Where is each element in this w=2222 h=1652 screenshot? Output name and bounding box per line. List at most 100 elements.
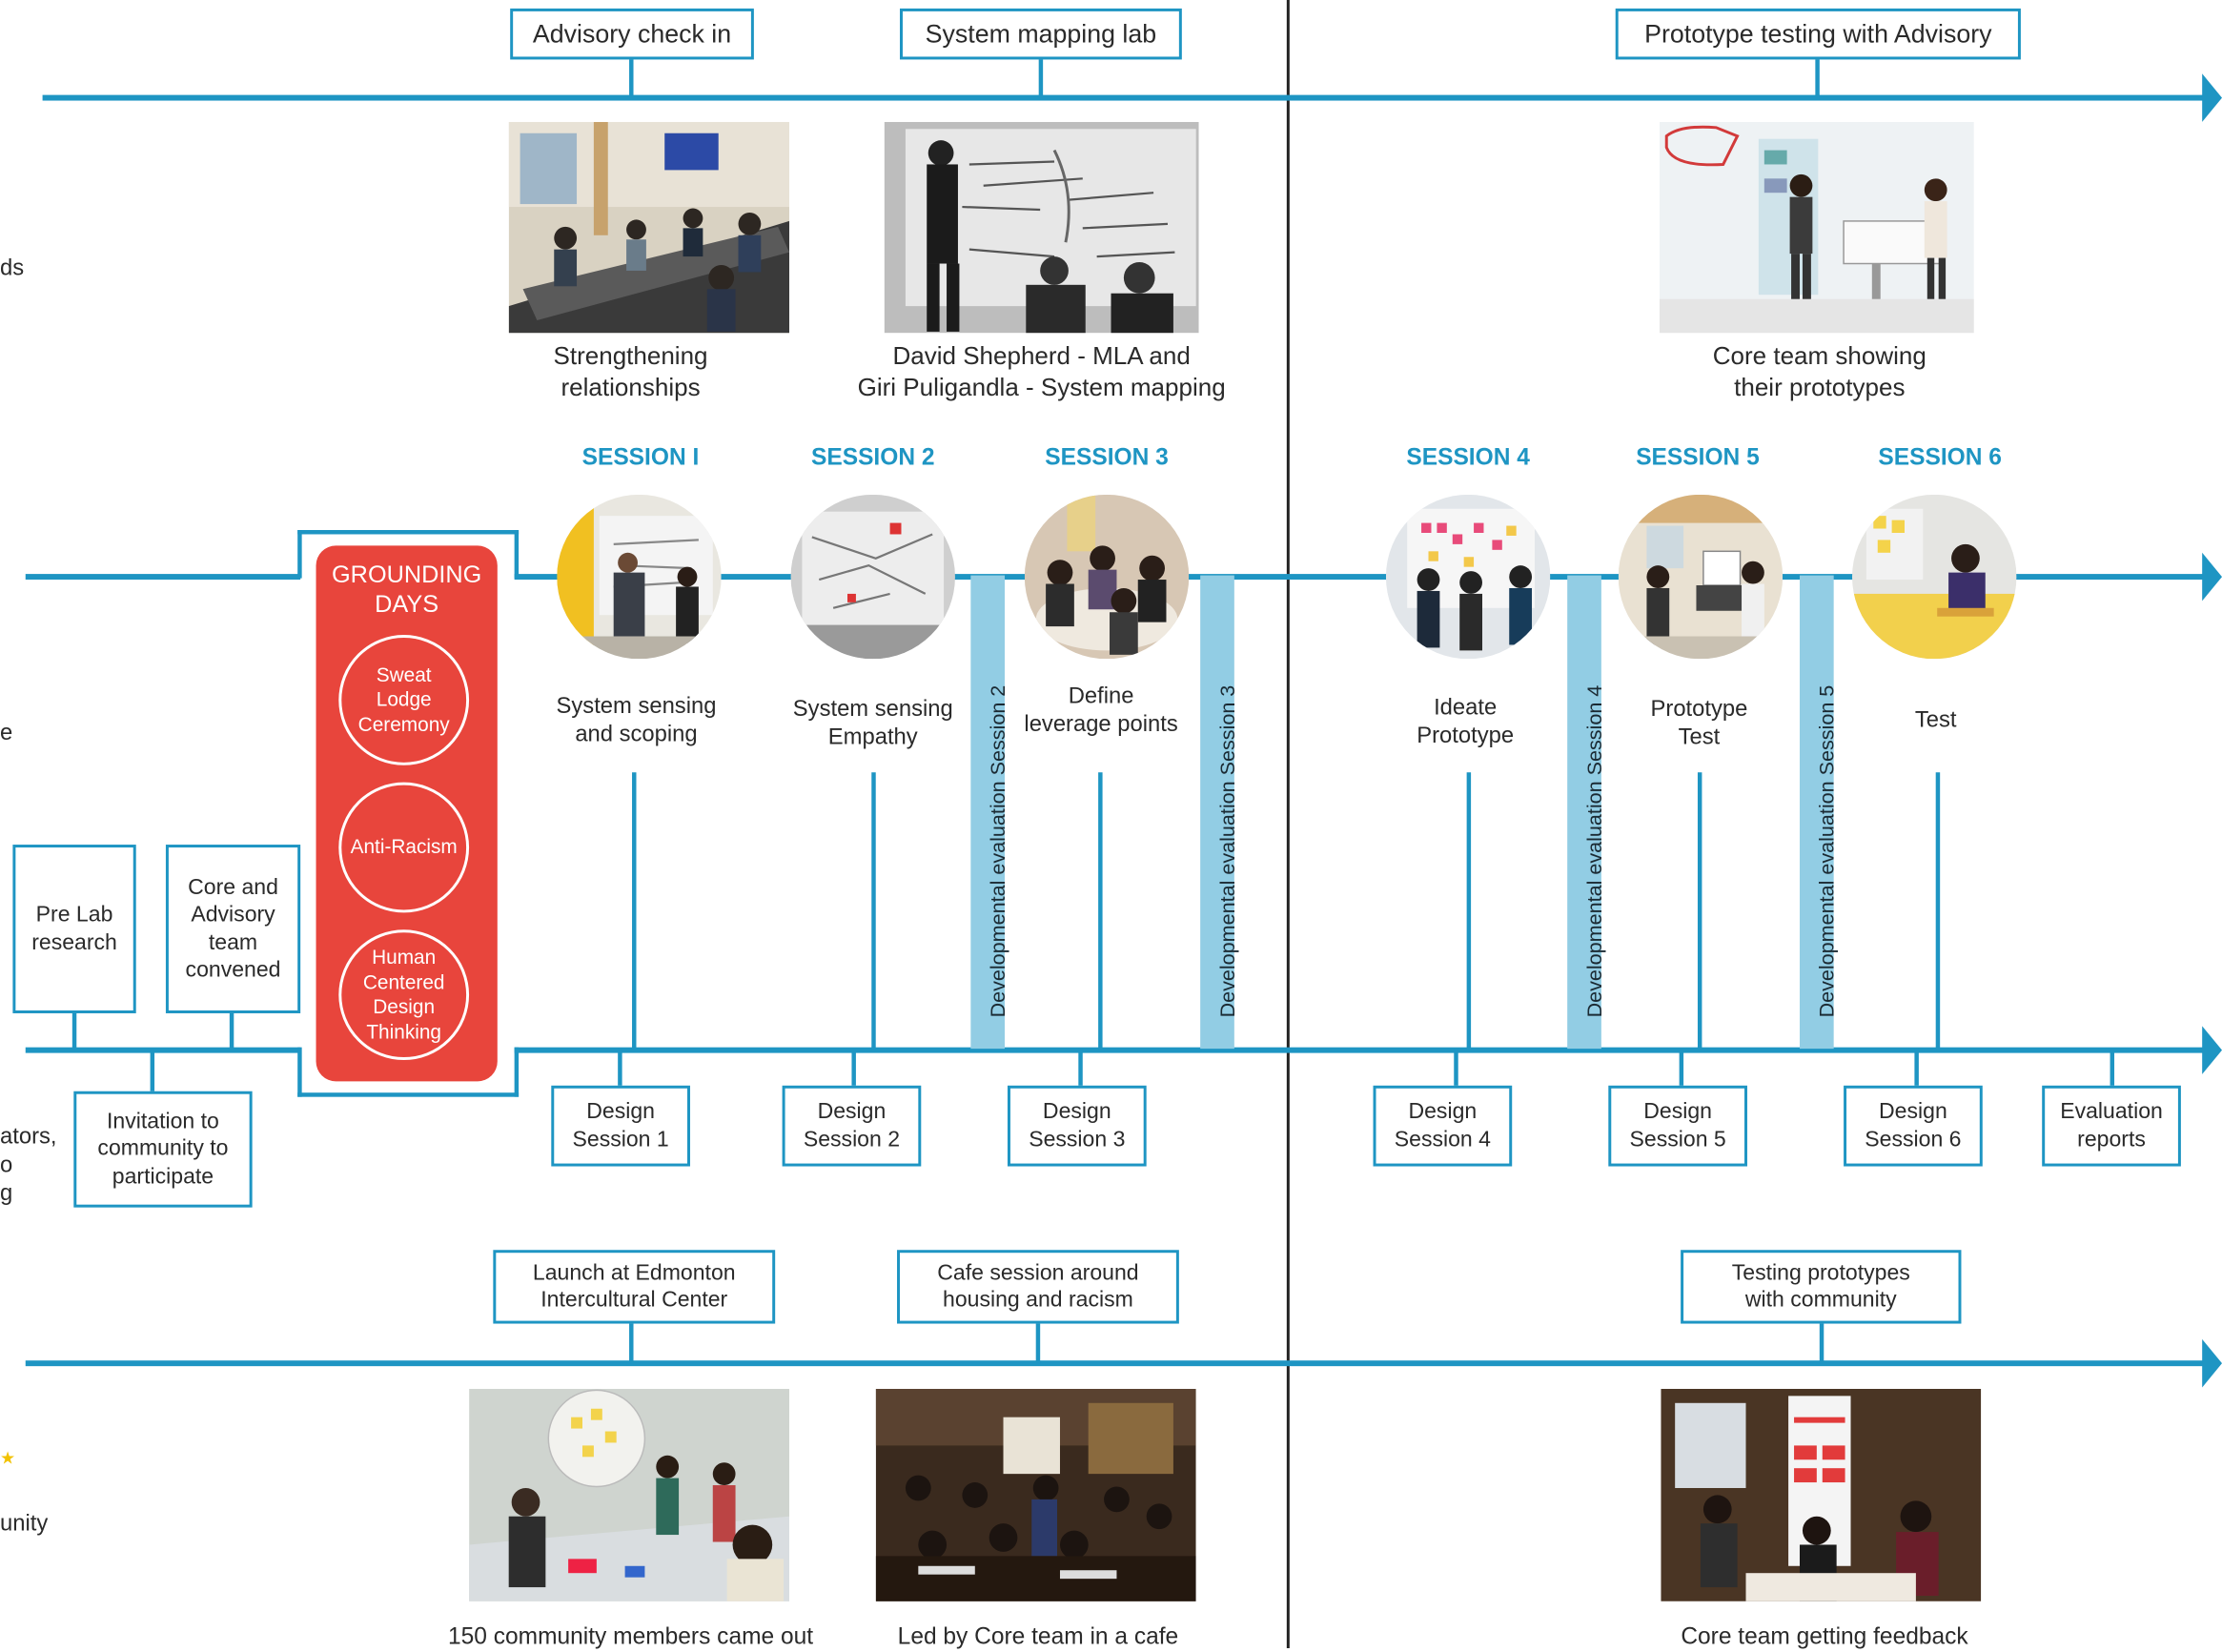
caption-line: Strengthening	[553, 341, 708, 371]
activity-line: System sensing	[792, 697, 953, 722]
title-line: GROUNDING	[332, 561, 482, 588]
box-line: Pre Lab	[35, 903, 113, 928]
advisory-arrow-icon	[2202, 73, 2222, 122]
item-line: Thinking	[366, 1019, 442, 1043]
item-line: Sweat	[376, 663, 432, 686]
edge-line: g	[0, 1181, 13, 1207]
photo-caption: Core team showing their prototypes	[1678, 341, 1961, 403]
connector	[1815, 56, 1820, 97]
left-edge-text: e	[0, 721, 13, 745]
activity-line: Prototype	[1417, 724, 1515, 748]
sessions-timeline-left	[25, 574, 301, 581]
edge-line: ators,	[0, 1125, 57, 1150]
photo-caption: Led by Core team in a cafe	[897, 1623, 1179, 1650]
connector	[1914, 1049, 1919, 1089]
box-line: housing and racism	[943, 1288, 1133, 1313]
session-6-photo	[1851, 494, 2017, 660]
caption-line: David Shepherd - MLA and	[892, 341, 1191, 371]
session-4-activity: Ideate Prototype	[1359, 694, 1572, 750]
design-timeline-left	[25, 1047, 301, 1053]
grounding-days-panel: GROUNDING DAYS Sweat Lodge Ceremony Anti…	[316, 545, 498, 1082]
session-5-photo	[1618, 494, 1784, 660]
session-2-activity: System sensing Empathy	[766, 696, 979, 752]
box-line: Session 1	[572, 1127, 669, 1152]
left-edge-text: ds	[0, 256, 25, 281]
activity-line: and scoping	[575, 723, 698, 747]
connector	[851, 1049, 856, 1089]
activity-line: Empathy	[827, 725, 918, 750]
prototype-testing-advisory-box: Prototype testing with Advisory	[1615, 8, 2021, 60]
connector	[1035, 1320, 1041, 1364]
session-drop-line	[871, 772, 876, 1050]
box-line: participate	[112, 1164, 214, 1189]
session-4-title: SESSION 4	[1406, 444, 1530, 471]
session-2-photo	[790, 494, 955, 660]
session-1-photo	[557, 494, 722, 660]
activity-line: Define	[1068, 684, 1134, 709]
left-edge-text: ators, o g	[0, 1124, 56, 1209]
session-6-title: SESSION 6	[1878, 444, 2002, 471]
box-line: convened	[185, 957, 281, 983]
community-feedback-photo	[1661, 1388, 1982, 1601]
dev-eval-bar-5: Developmental evaluation Session 5	[1799, 575, 1840, 1050]
session-drop-line	[1098, 772, 1103, 1050]
star-icon: ★	[0, 1448, 16, 1469]
session-3-photo	[1024, 494, 1190, 660]
sweat-lodge-ceremony: Sweat Lodge Ceremony	[338, 635, 470, 765]
session-drop-line	[632, 772, 637, 1050]
connector	[150, 1049, 155, 1094]
advisory-check-in-box: Advisory check in	[510, 8, 754, 60]
human-centered-design-thinking: Human Centered Design Thinking	[338, 929, 470, 1061]
pre-lab-research-box: Pre Lab research	[12, 845, 136, 1013]
invitation-box: Invitation to community to participate	[73, 1091, 253, 1208]
connector	[618, 1049, 622, 1089]
advisory-timeline	[42, 94, 2209, 101]
session-3-activity: Define leverage points	[995, 683, 1208, 740]
advisory-meeting-photo	[508, 121, 790, 334]
activity-line: Test	[1914, 708, 1957, 733]
item-line: Ceremony	[357, 712, 450, 736]
box-line: Session 2	[803, 1127, 901, 1152]
sessions-arrow-icon	[2202, 552, 2222, 602]
grounding-bracket-left-top	[297, 530, 302, 579]
session-2-title: SESSION 2	[810, 444, 935, 471]
box-line: Design	[586, 1099, 655, 1125]
session-drop-line	[1935, 772, 1941, 1050]
connector	[1679, 1049, 1684, 1089]
caption-line: Giri Puligandla - System mapping	[857, 372, 1226, 401]
connector	[1078, 1049, 1083, 1089]
box-line: Invitation to	[107, 1109, 219, 1134]
grounding-days-title: GROUNDING DAYS	[316, 560, 498, 620]
connector	[1454, 1049, 1458, 1089]
box-line: Cafe session around	[937, 1260, 1139, 1285]
grounding-bracket-right-bottom	[514, 1047, 520, 1097]
community-launch-photo	[469, 1388, 790, 1601]
session-5-title: SESSION 5	[1636, 444, 1760, 471]
community-arrow-icon	[2202, 1338, 2222, 1388]
event-label: System mapping lab	[925, 19, 1157, 49]
caption-line: relationships	[561, 372, 701, 401]
connector	[1819, 1320, 1824, 1364]
box-line: with community	[1744, 1288, 1897, 1313]
session-drop-line	[1466, 772, 1472, 1050]
session-6-activity: Test	[1829, 707, 2042, 736]
box-line: Launch at Edmonton	[532, 1260, 736, 1285]
item-line: Lodge	[376, 687, 432, 711]
dev-eval-bar-2: Developmental evaluation Session 2	[970, 575, 1010, 1050]
activity-line: System sensing	[556, 694, 717, 719]
box-line: Evaluation	[2060, 1099, 2163, 1125]
box-line: Advisory	[191, 903, 275, 928]
box-line: research	[31, 929, 117, 955]
community-timeline	[25, 1360, 2209, 1367]
session-1-title: SESSION I	[581, 444, 700, 471]
box-line: community to	[97, 1136, 229, 1162]
session-1-activity: System sensing and scoping	[530, 693, 743, 749]
connector	[629, 56, 634, 97]
activity-line: leverage points	[1024, 712, 1178, 738]
item-line: Human	[372, 945, 437, 969]
